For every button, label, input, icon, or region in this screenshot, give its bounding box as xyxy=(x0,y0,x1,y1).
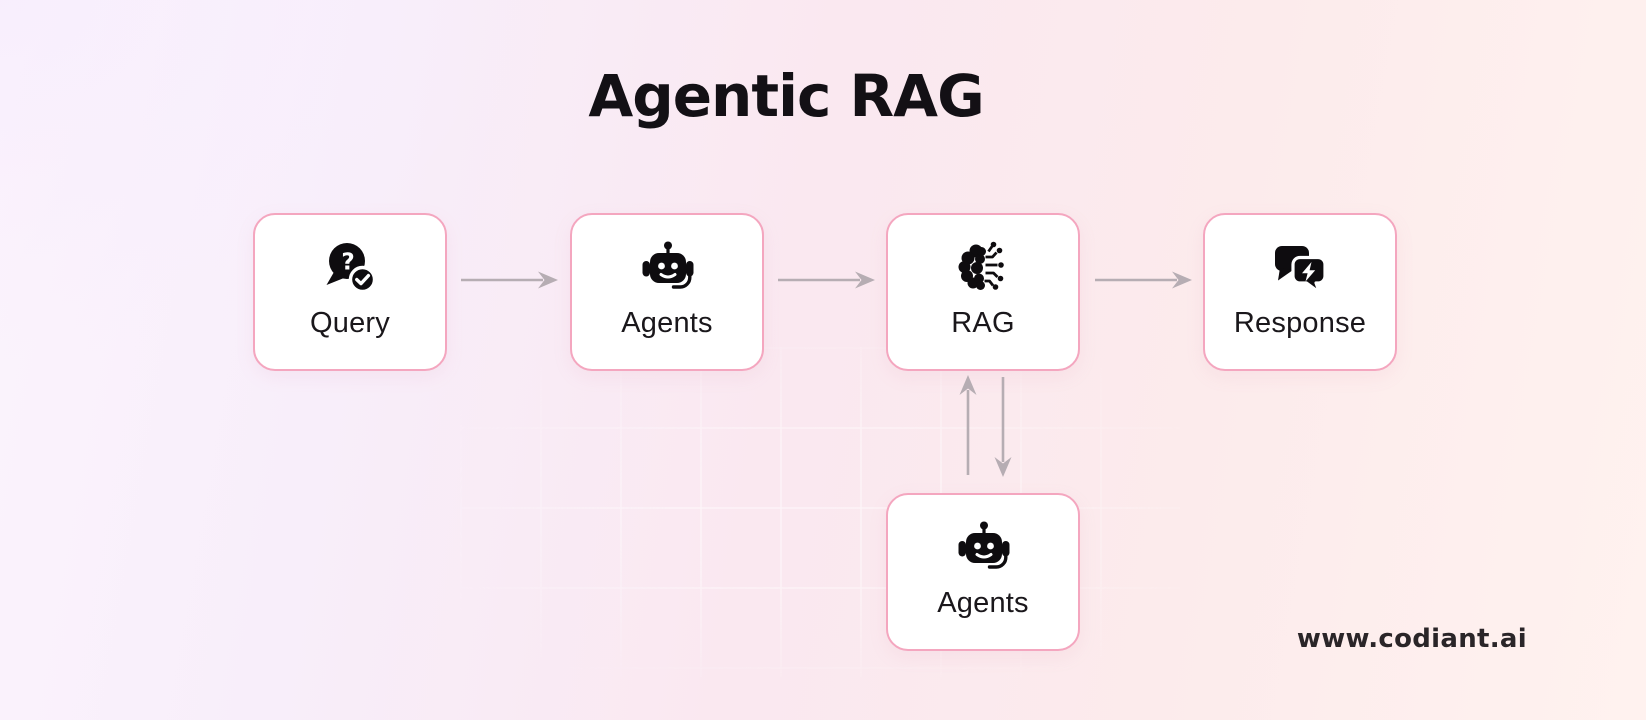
node-rag: RAG xyxy=(886,213,1080,371)
question-chat-icon: ? xyxy=(318,237,382,301)
node-label: Agents xyxy=(937,587,1029,619)
arrow-rag-to-response-icon xyxy=(1095,271,1192,289)
brain-circuit-icon xyxy=(951,237,1015,301)
chat-bolt-icon xyxy=(1268,237,1332,301)
arrow-agents-to-rag-up-icon xyxy=(959,375,977,475)
page-title: Agentic RAG xyxy=(588,62,984,130)
node-agents-loop: Agents xyxy=(886,493,1080,651)
arrow-agents-to-rag-icon xyxy=(778,271,875,289)
node-response: Response xyxy=(1203,213,1397,371)
arrow-rag-to-agents-down-icon xyxy=(994,377,1012,477)
node-label: Response xyxy=(1233,307,1367,339)
node-label: Query xyxy=(310,307,390,339)
arrow-query-to-agents-icon xyxy=(461,271,558,289)
robot-agent-icon xyxy=(951,517,1015,581)
node-agents: Agents xyxy=(570,213,764,371)
watermark: www.codiant.ai xyxy=(1296,624,1527,654)
node-query: ? Query xyxy=(253,213,447,371)
node-label: Agents xyxy=(621,307,713,339)
svg-text:?: ? xyxy=(341,250,354,276)
robot-agent-icon xyxy=(635,237,699,301)
node-label: RAG xyxy=(951,307,1015,339)
